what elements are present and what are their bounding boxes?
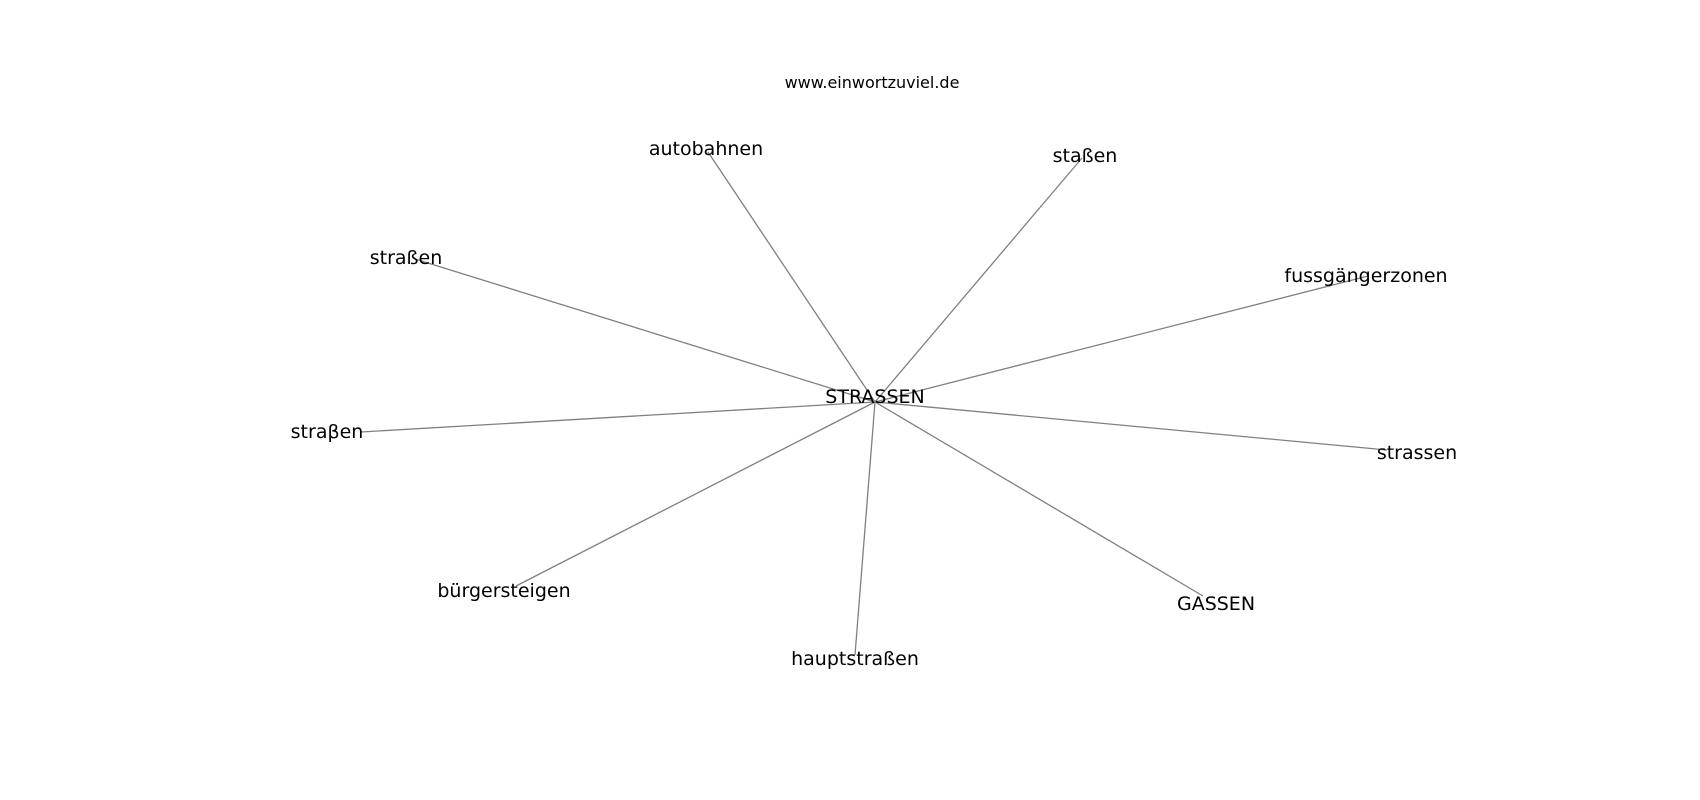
edge-stassen — [874, 157, 1083, 403]
node-label-strassen-upper-left: straßen — [370, 247, 443, 269]
edge-gassen — [874, 401, 1204, 597]
edges-group — [360, 151, 1388, 656]
site-title: www.einwortzuviel.de — [785, 73, 960, 92]
edge-autobahnen — [707, 151, 876, 403]
node-label-strassen-right: strassen — [1377, 442, 1457, 464]
edge-strassen-right — [874, 401, 1388, 451]
edge-hauptstrassen — [854, 401, 876, 656]
node-label-stassen: staßen — [1053, 145, 1118, 167]
edge-fussgaengerzonen — [874, 275, 1369, 403]
edge-strassen-left — [360, 401, 876, 433]
node-label-hauptstrassen: hauptstraßen — [791, 648, 919, 670]
node-label-autobahnen: autobahnen — [649, 138, 763, 160]
node-label-fussgaengerzonen: fussgängerzonen — [1284, 265, 1447, 287]
node-label-buergersteigen: bürgersteigen — [437, 580, 570, 602]
node-label-gassen: GASSEN — [1177, 593, 1255, 615]
node-label-center: STRASSEN — [825, 386, 924, 408]
edge-strassen-upper-left — [414, 258, 876, 403]
labels-group: STRASSEN autobahnen staßen straßen fussgänge… — [291, 138, 1458, 670]
node-label-strassen-left: straβen — [291, 421, 364, 443]
edge-buergersteigen — [515, 401, 876, 587]
